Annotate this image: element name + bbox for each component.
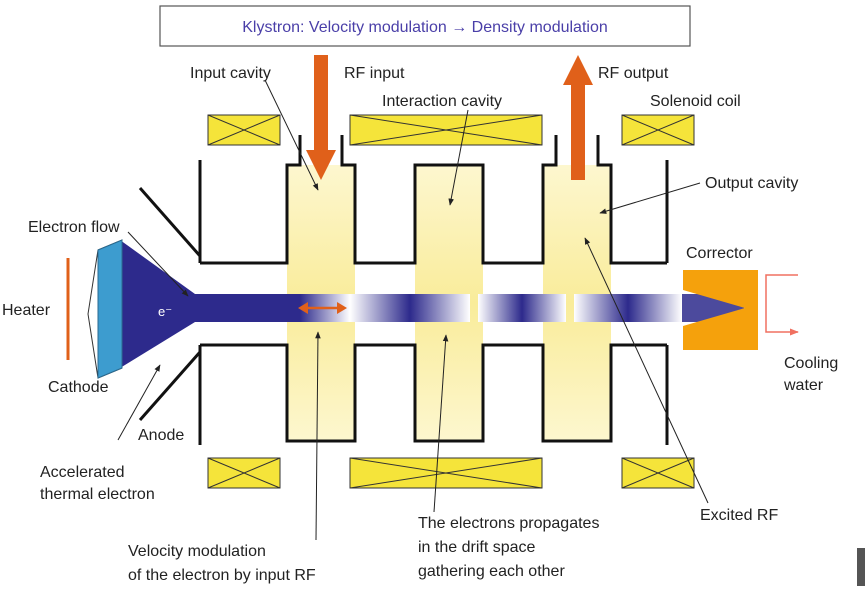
diagram-title: Klystron: Velocity modulation → Density …	[242, 19, 608, 36]
solenoid-coils-top	[207, 114, 695, 146]
label-accelerated-line2: thermal electron	[40, 486, 155, 503]
tube-walls	[138, 135, 669, 445]
cooling-water-arrows	[765, 274, 799, 336]
label-rf-input: RF input	[344, 65, 405, 82]
edge-bar	[857, 548, 865, 586]
label-output-cavity: Output cavity	[705, 175, 798, 192]
corrector	[683, 270, 758, 350]
label-corrector: Corrector	[686, 245, 753, 262]
cathode	[87, 239, 123, 379]
label-electron-flow: Electron flow	[28, 219, 120, 236]
pointer-lines	[117, 79, 709, 541]
label-anode: Anode	[138, 427, 184, 444]
label-solenoid-coil: Solenoid coil	[650, 93, 741, 110]
label-accelerated-line1: Accelerated	[40, 464, 125, 481]
label-cathode: Cathode	[48, 379, 109, 396]
velocity-modulation-arrow	[298, 302, 347, 314]
rf-output-arrow	[563, 55, 593, 180]
label-heater: Heater	[2, 302, 51, 319]
label-propagate-line1: The electrons propagates	[418, 515, 599, 532]
rf-input-arrow	[306, 55, 336, 180]
label-electron-symbol: e⁻	[158, 304, 172, 319]
label-input-cavity: Input cavity	[190, 65, 271, 82]
label-cooling-line2: water	[783, 377, 824, 394]
label-velmod-line1: Velocity modulation	[128, 543, 266, 560]
label-cooling-line1: Cooling	[784, 355, 838, 372]
solenoid-coils-bottom	[207, 457, 695, 489]
label-velmod-line2: of the electron by input RF	[128, 567, 316, 584]
label-propagate-line2: in the drift space	[418, 539, 536, 556]
label-interaction-cavity: Interaction cavity	[382, 93, 502, 110]
title-box: Klystron: Velocity modulation → Density …	[159, 5, 691, 47]
label-rf-output: RF output	[598, 65, 669, 82]
label-propagate-line3: gathering each other	[418, 563, 565, 580]
label-excited-rf: Excited RF	[700, 507, 778, 524]
